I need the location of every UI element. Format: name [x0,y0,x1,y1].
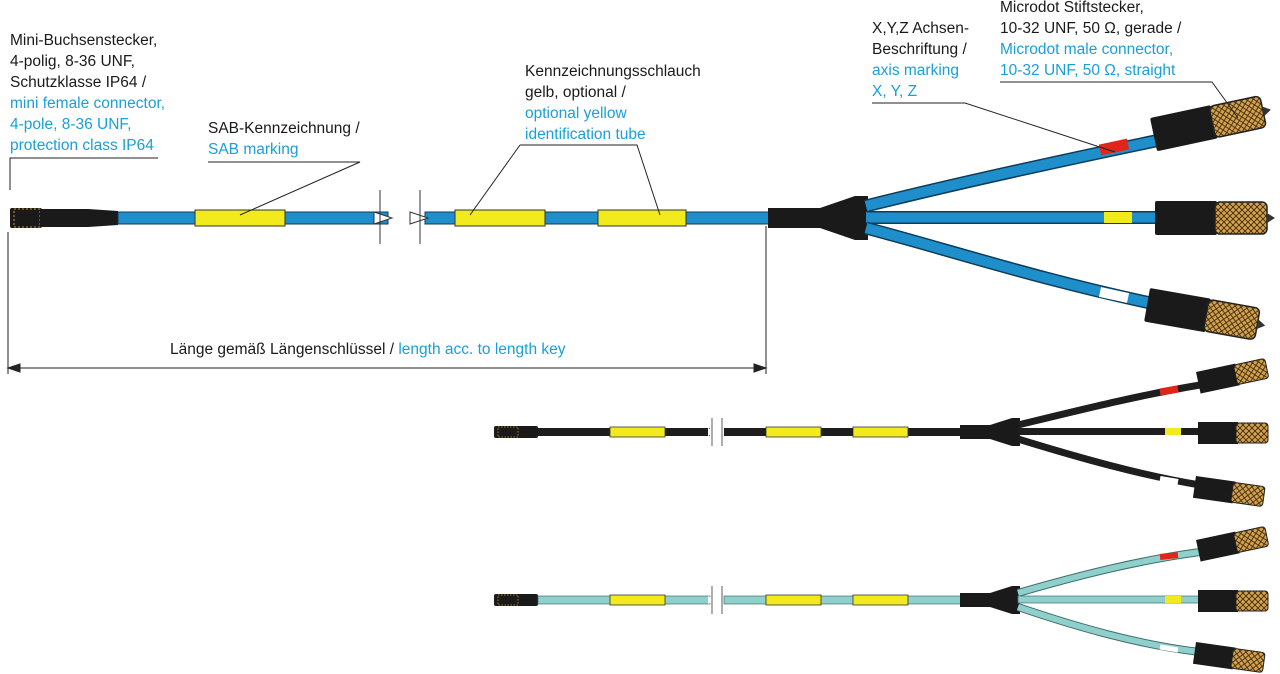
label-line: identification tube [525,126,646,143]
label-line: Mini-Buchsenstecker, [10,32,158,49]
label-line: 10-32 UNF, 50 Ω, gerade / [1000,20,1182,37]
cable-segment-left [117,190,394,244]
variant-turquoise-cable [494,526,1269,673]
sab-marker [194,209,286,227]
label-microdot-connector: Microdot Stiftstecker, 10-32 UNF, 50 Ω, … [1000,0,1181,81]
branch-z [864,221,1162,312]
label-line: X, Y, Z [872,83,918,100]
leader-lines [9,81,1239,216]
label-line: Kennzeichnungsschlauch [525,63,701,80]
label-length-en: length acc. to length key [398,341,566,358]
label-line: gelb, optional / [525,84,626,101]
label-line: mini female connector, [10,95,166,112]
variant-black-cable [494,358,1269,507]
label-line: Microdot male connector, [1000,41,1174,58]
marker-white [1098,287,1130,303]
branch-y [866,211,1160,224]
label-line: SAB marking [208,141,299,158]
label-line: SAB-Kennzeichnung / [208,120,360,137]
length-dimension [6,226,768,374]
label-line: Microdot Stiftstecker, [1000,0,1144,16]
marker-yellow [1104,212,1132,223]
label-line: 10-32 UNF, 50 Ω, straight [1000,62,1176,79]
branch-x [864,133,1162,213]
label-line: 4-pole, 8-36 UNF, [10,116,132,133]
mini-female-connector [10,208,118,228]
label-line: axis marking [872,62,959,79]
label-sab-marking: SAB-Kennzeichnung / SAB marking [208,118,360,160]
microdot-connector [1144,288,1266,340]
microdot-connector [1150,95,1271,151]
id-tube-marker [597,209,687,227]
splitter [768,196,868,240]
microdot-connector [1155,201,1275,235]
id-tube-marker [454,209,546,227]
label-line: Beschriftung / [872,41,967,58]
marker-red [1098,138,1130,156]
label-line: X,Y,Z Achsen- [872,20,970,37]
label-mini-connector: Mini-Buchsenstecker, 4-polig, 8-36 UNF, … [10,30,165,156]
cable-segment-right [409,190,771,244]
label-line: 4-polig, 8-36 UNF, [10,53,135,70]
label-length-de: Länge gemäß Längenschlüssel / [170,341,395,358]
label-line: Schutzklasse IP64 / [10,74,147,91]
label-line: optional yellow [525,105,627,122]
label-id-tube: Kennzeichnungsschlauch gelb, optional / … [525,61,701,145]
label-axis-marking: X,Y,Z Achsen- Beschriftung / axis markin… [872,18,969,102]
label-line: protection class IP64 [10,137,154,154]
label-length: Länge gemäß Längenschlüssel / length acc… [170,340,566,360]
